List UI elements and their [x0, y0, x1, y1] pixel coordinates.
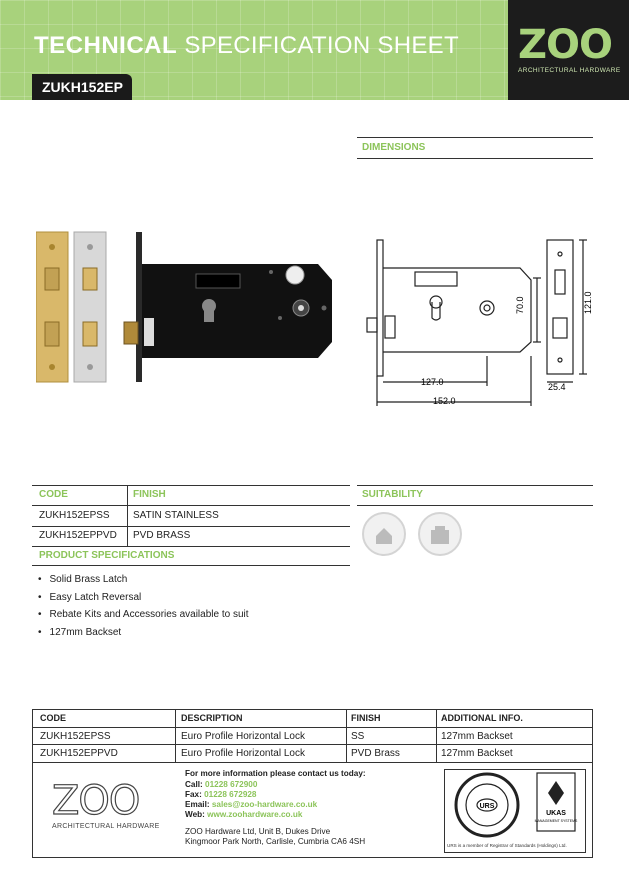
table-cell: SS: [351, 731, 365, 742]
dim-label-25: 25.4: [548, 382, 566, 392]
bottom-col-divider: [436, 709, 437, 762]
certification-box: [444, 769, 586, 853]
codes-header-finish: FINISH: [133, 489, 166, 500]
dimensions-heading: DIMENSIONS: [362, 142, 426, 153]
bottom-header-description: DESCRIPTION: [181, 713, 243, 723]
dim-label-152: 152.0: [433, 396, 456, 406]
specs-rule: [32, 565, 350, 566]
title-bold: TECHNICAL: [34, 32, 178, 59]
contact-call: Call: 01228 672900: [185, 780, 258, 789]
bottom-header-finish: FINISH: [351, 713, 381, 723]
list-item: 127mm Backset: [38, 627, 249, 645]
codes-divider: [127, 485, 128, 546]
specs-heading: PRODUCT SPECIFICATIONS: [39, 550, 175, 561]
suitability-heading: SUITABILITY: [362, 489, 423, 500]
brand-subtitle: ARCHITECTURAL HARDWARE: [518, 67, 621, 74]
code-cell: ZUKH152EPSS: [39, 510, 110, 521]
codes-rule-2: [32, 526, 350, 527]
title-light: SPECIFICATION SHEET: [184, 32, 459, 59]
page-title: TECHNICAL SPECIFICATION SHEET: [34, 32, 459, 60]
dim-label-70: 70.0: [515, 296, 525, 314]
bottom-rule-2: [32, 744, 593, 745]
list-item: Easy Latch Reversal: [38, 592, 249, 610]
lock-body: [142, 264, 332, 358]
table-cell: ZUKH152EPPVD: [40, 748, 118, 759]
certification-logos: URS ISO 9001 UKAS MANAGEMENT SYSTEMS: [454, 772, 578, 838]
suitability-rule-bottom: [357, 505, 593, 506]
contact-web: Web: www.zoohardware.co.uk: [185, 810, 303, 819]
product-photos: [36, 231, 332, 383]
product-code-tab: ZUKH152EP: [32, 74, 132, 100]
commercial-badge: [418, 512, 462, 556]
bottom-header-code: CODE: [40, 713, 67, 723]
svg-text:UKAS: UKAS: [546, 810, 566, 817]
contact-fax: Fax: 01228 672928: [185, 790, 257, 799]
table-cell: Euro Profile Horizontal Lock: [181, 731, 305, 742]
dim-label-121: 121.0: [583, 291, 593, 314]
dim-label-127: 127.0: [421, 377, 444, 387]
footer: [32, 762, 593, 858]
contact-heading: For more information please contact us t…: [185, 769, 366, 778]
bottom-header-info: ADDITIONAL INFO.: [441, 713, 523, 723]
bottom-left-edge: [32, 709, 33, 762]
bottom-col-divider: [346, 709, 347, 762]
codes-rule-top: [32, 485, 350, 486]
code-cell: ZUKH152EPPVD: [39, 530, 117, 541]
bottom-col-divider: [175, 709, 176, 762]
dimensions-rule-bottom: [357, 158, 593, 159]
list-item: Solid Brass Latch: [38, 574, 249, 592]
header: TECHNICAL SPECIFICATION SHEET ZUKH152EP …: [0, 0, 629, 100]
table-cell: PVD Brass: [351, 748, 400, 759]
email-link[interactable]: sales@zoo-hardware.co.uk: [211, 800, 318, 809]
domestic-badge: [362, 512, 406, 556]
phone-link[interactable]: 01228 672900: [205, 780, 258, 789]
finish-cell: SATIN STAINLESS: [133, 510, 219, 521]
dimensions-rule-top: [357, 137, 593, 138]
logo-panel: [508, 0, 629, 100]
table-cell: ZUKH152EPSS: [40, 731, 111, 742]
footer-logo: ZOO: [51, 777, 141, 824]
address-line-1: ZOO Hardware Ltd, Unit B, Dukes Drive: [185, 827, 331, 836]
table-cell: 127mm Backset: [441, 748, 513, 759]
svg-text:URS: URS: [480, 803, 495, 810]
list-item: Rebate Kits and Accessories available to…: [38, 609, 249, 627]
brand-logo: ZOO: [518, 22, 613, 68]
contact-email: Email: sales@zoo-hardware.co.uk: [185, 800, 318, 809]
footer-logo-subtitle: ARCHITECTURAL HARDWARE: [52, 823, 160, 830]
building-icon: [431, 526, 449, 544]
web-link[interactable]: www.zoohardware.co.uk: [207, 810, 303, 819]
bottom-right-edge: [592, 709, 593, 762]
table-cell: Euro Profile Horizontal Lock: [181, 748, 305, 759]
finish-cell: PVD BRASS: [133, 530, 191, 541]
svg-text:ISO 9001: ISO 9001: [476, 829, 497, 835]
address-line-2: Kingmoor Park North, Carlisle, Cumbria C…: [185, 837, 366, 846]
svg-text:MANAGEMENT SYSTEMS: MANAGEMENT SYSTEMS: [535, 819, 578, 823]
suitability-rule-top: [357, 485, 593, 486]
bottom-rule-top: [32, 709, 593, 710]
house-icon: [376, 528, 392, 544]
codes-rule-3: [32, 546, 350, 547]
codes-header-code: CODE: [39, 489, 68, 500]
dimension-drawing: 70.0 121.0 127.0 152.0 25.4: [366, 239, 593, 406]
stainless-forend: [73, 231, 107, 383]
brass-forend: [36, 231, 69, 383]
codes-rule-1: [32, 505, 350, 506]
table-cell: 127mm Backset: [441, 731, 513, 742]
specs-list: Solid Brass Latch Easy Latch Reversal Re…: [38, 574, 249, 644]
bottom-rule-1: [32, 727, 593, 728]
cert-note: URS is a member of Registrar of Standard…: [447, 843, 567, 848]
